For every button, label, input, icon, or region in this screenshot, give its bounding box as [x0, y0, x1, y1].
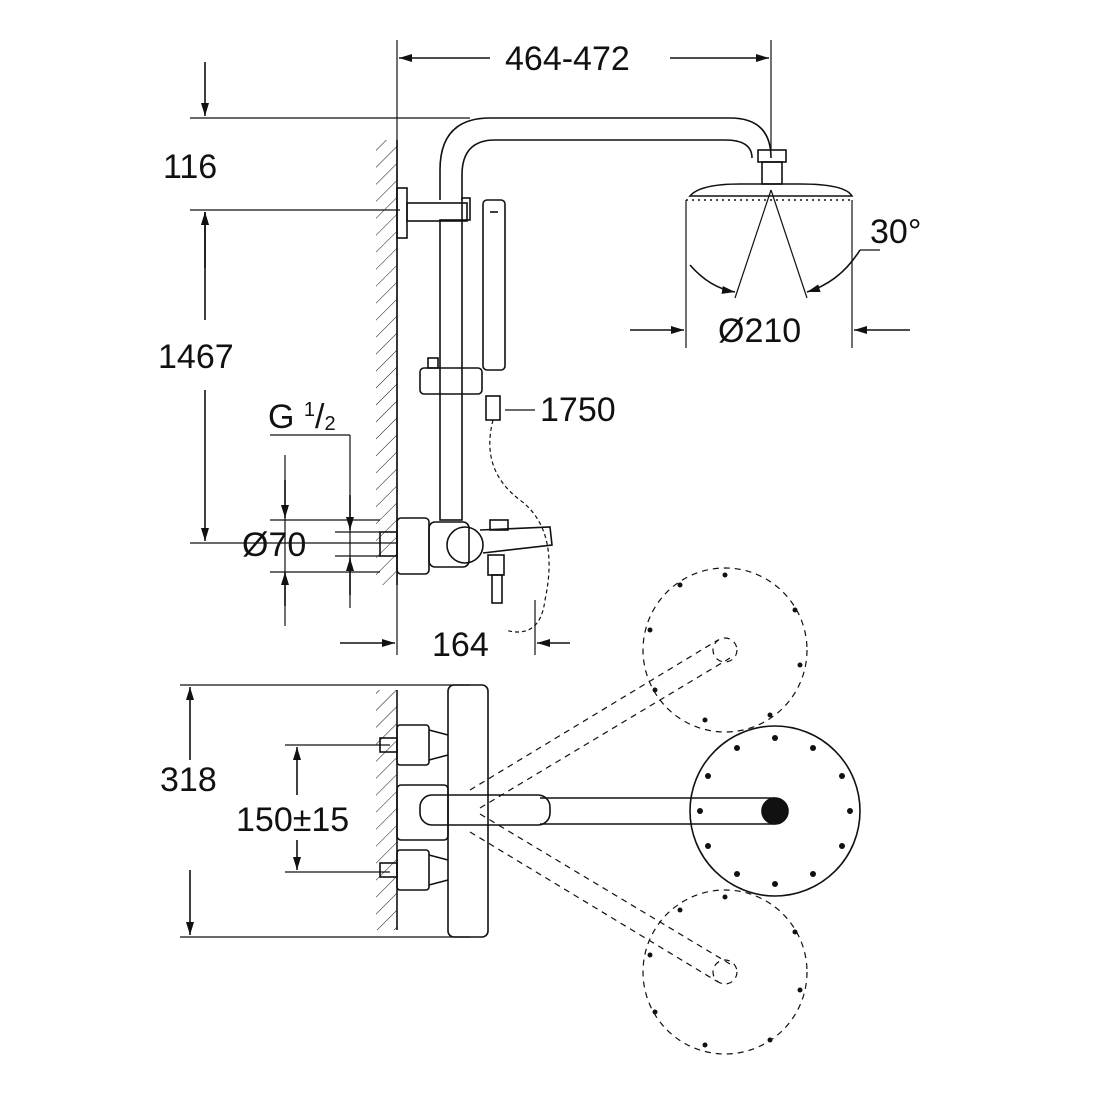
label-head-offset: 116: [163, 148, 218, 186]
nozzle-dots: [647, 572, 853, 1048]
label-centre-distance: 150±15: [236, 801, 350, 839]
dim-spout: [340, 600, 570, 655]
thread-denominator: 2: [324, 413, 336, 435]
label-spout-projection: 164: [432, 626, 489, 664]
wall-top: [376, 690, 398, 930]
dim-top-view: [180, 684, 470, 938]
label-arm-projection: 464-472: [505, 40, 630, 78]
label-hose-length: 1750: [540, 391, 616, 429]
mixer-top-view: [379, 684, 789, 938]
shower-head: [686, 149, 854, 201]
dim-head-diameter: [630, 200, 910, 348]
thermostat-mixer: [379, 517, 553, 604]
dim-height-lines: [190, 62, 470, 544]
label-height: 1467: [158, 338, 234, 376]
label-thread: G 1/2: [268, 398, 336, 436]
label-body-width: 318: [160, 761, 217, 799]
label-escutcheon-diameter: Ø70: [242, 526, 307, 564]
shower-head-swivel-positions: [469, 567, 808, 1055]
riser-rail: [396, 187, 483, 521]
thread-letter: G: [268, 398, 295, 436]
thread-numerator: 1: [303, 399, 316, 421]
spray-angle: [689, 189, 880, 299]
shower-arm: [439, 117, 772, 200]
shower-head-top: [689, 725, 861, 897]
label-head-diameter: Ø210: [718, 312, 802, 350]
wall-side: [376, 140, 398, 585]
dim-connection: [270, 434, 380, 626]
dim-arm-projection: [396, 40, 772, 655]
label-spray-angle: 30°: [870, 213, 922, 251]
